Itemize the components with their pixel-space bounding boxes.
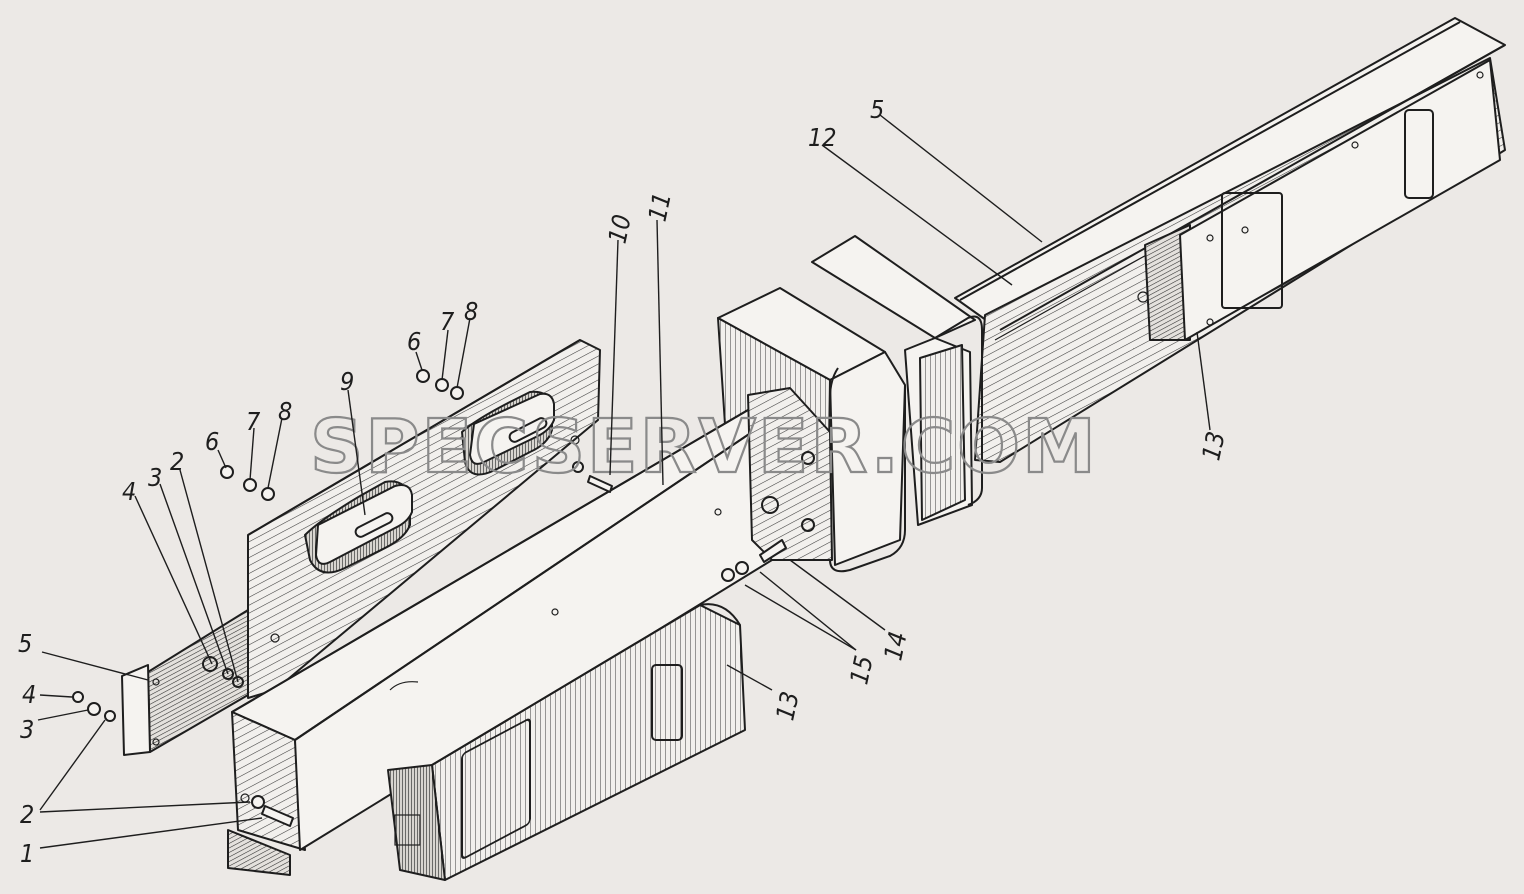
callout-8-left: 8 (278, 397, 292, 426)
callout-5-left: 5 (18, 629, 32, 658)
mounting-plate (247, 339, 601, 699)
callout-3-left: 3 (20, 715, 34, 744)
callout-4-left: 4 (22, 680, 36, 709)
leader-lines (37, 114, 1211, 849)
bumper-right (461, 390, 555, 476)
callout-3-top: 3 (148, 463, 162, 492)
rail-end-section (121, 609, 249, 756)
callout-9: 9 (340, 367, 354, 396)
callout-12: 12 (808, 123, 837, 152)
fasteners (72, 369, 787, 827)
callout-1: 1 (20, 839, 34, 868)
callout-13-bottom: 13 (770, 689, 804, 723)
callout-13-right: 13 (1196, 429, 1230, 463)
watermark-text: SPECSERVER.COM (310, 404, 1098, 490)
u-bracket (811, 235, 983, 526)
callout-2-top: 2 (170, 447, 184, 476)
channel-support (227, 387, 833, 876)
callout-4-top: 4 (122, 477, 136, 506)
callout-15: 15 (844, 653, 878, 687)
callout-6-right: 6 (407, 327, 421, 356)
frame-rail (954, 17, 1506, 463)
end-plate (747, 387, 833, 561)
callout-7-right: 7 (440, 307, 455, 336)
lamp-lower (387, 603, 746, 881)
callout-2-bottom: 2 (20, 800, 34, 829)
callout-7-left: 7 (246, 407, 261, 436)
callout-14: 14 (878, 629, 912, 663)
bumper-left (304, 480, 413, 574)
callout-5-right: 5 (870, 95, 884, 124)
callout-10: 10 (603, 212, 637, 246)
callout-6-left: 6 (205, 427, 219, 456)
callout-labels: 1 2 3 4 5 4 3 2 6 7 8 9 6 7 8 10 11 12 5… (18, 95, 1231, 868)
callout-11: 11 (643, 190, 677, 224)
callout-8-right: 8 (464, 297, 478, 326)
